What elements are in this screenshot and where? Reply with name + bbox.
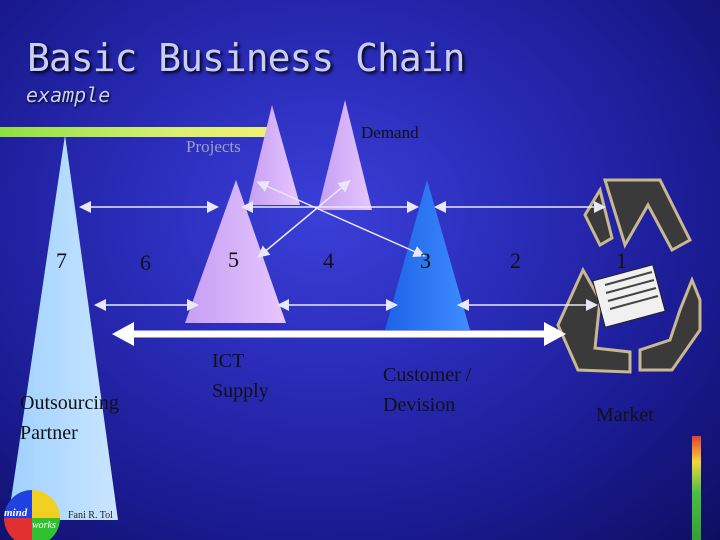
customer-line-2: Devision xyxy=(383,394,456,416)
node-6: 6 xyxy=(140,250,151,275)
projects-label: Projects xyxy=(186,137,241,156)
top-bar xyxy=(0,127,278,137)
node-4: 4 xyxy=(323,248,334,273)
ict-label: ICT Supply xyxy=(212,346,269,406)
node-3: 3 xyxy=(420,248,431,273)
demand-triangle-left xyxy=(248,105,300,205)
node-7: 7 xyxy=(56,248,67,273)
main-chain-arrow xyxy=(112,322,566,346)
ict-line-1: ICT xyxy=(212,350,245,372)
right-color-bar xyxy=(692,436,701,540)
demand-triangle-right xyxy=(318,100,372,210)
node-5: 5 xyxy=(228,247,239,272)
outsourcing-line-1: Outsourcing xyxy=(20,392,119,414)
outsourcing-label: Outsourcing Partner xyxy=(20,388,119,448)
demand-label: Demand xyxy=(361,123,419,142)
market-label: Market xyxy=(596,404,654,426)
footer-author: Fani R. Tol xyxy=(68,510,113,521)
ict-triangle xyxy=(185,180,286,323)
logo-text-bottom: works xyxy=(32,520,56,531)
customer-triangle xyxy=(385,180,470,330)
mindworks-logo xyxy=(4,490,60,540)
page-subtitle: example xyxy=(26,83,111,107)
recycle-icon xyxy=(556,178,702,374)
ict-line-2: Supply xyxy=(212,380,269,402)
node-1: 1 xyxy=(616,248,627,273)
arrows-demand xyxy=(256,180,426,258)
outsourcing-line-2: Partner xyxy=(20,422,78,444)
customer-line-1: Customer / xyxy=(383,364,472,386)
customer-label: Customer / Devision xyxy=(383,360,471,420)
node-2: 2 xyxy=(510,248,521,273)
logo-text-top: mind xyxy=(4,507,28,519)
outsourcing-triangle xyxy=(8,135,118,520)
page-title: Basic Business Chain xyxy=(27,36,466,80)
